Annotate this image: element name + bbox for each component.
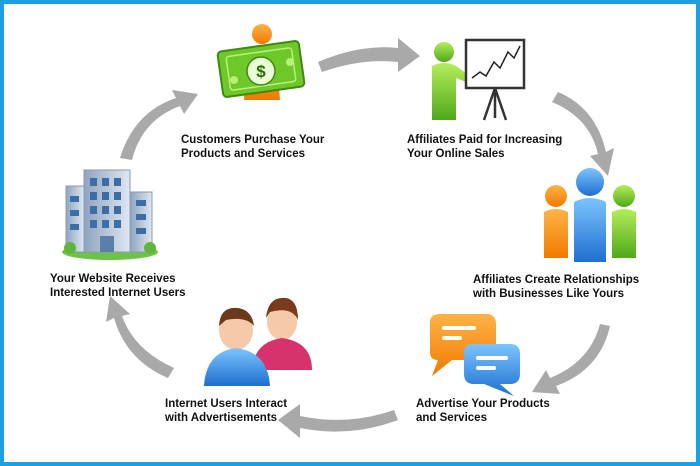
cycle-arrow-left-bottom bbox=[106, 296, 174, 378]
cycle-arrow-left-top bbox=[120, 90, 198, 160]
step-label-affiliates-paid: Affiliates Paid for Increasing Your Onli… bbox=[407, 133, 562, 161]
step-label-line: with Advertisements bbox=[165, 412, 278, 424]
step-label-line: Products and Services bbox=[181, 148, 305, 160]
step-label-line: Advertise Your Products bbox=[416, 398, 550, 410]
people-group-icon bbox=[544, 168, 636, 262]
svg-text:$: $ bbox=[256, 62, 266, 81]
cycle-arrow-bottom bbox=[278, 404, 398, 438]
speech-bubbles-icon bbox=[430, 314, 520, 396]
users-icon bbox=[204, 297, 312, 386]
step-label-line: Your Online Sales bbox=[407, 148, 505, 160]
step-label-internet-users: Internet Users Interact with Advertiseme… bbox=[165, 397, 287, 425]
building-icon bbox=[62, 169, 158, 260]
step-label-affiliates-create: Affiliates Create Relationships with Bus… bbox=[473, 273, 639, 301]
step-label-line: Affiliates Paid for Increasing bbox=[407, 134, 563, 146]
money-icon: $ bbox=[216, 24, 306, 100]
step-label-line: Customers Purchase Your bbox=[181, 134, 325, 146]
step-label-line: Your Website Receives bbox=[50, 273, 176, 285]
presentation-chart-icon bbox=[432, 38, 526, 121]
step-label-customers-purchase: Customers Purchase Your Products and Ser… bbox=[181, 133, 324, 161]
step-label-line: and Services bbox=[416, 412, 487, 424]
cycle-arrow-right-top bbox=[552, 92, 614, 176]
cycle-arrow-top bbox=[318, 38, 420, 72]
step-label-line: with Businesses Like Yours bbox=[473, 288, 625, 300]
step-label-advertise: Advertise Your Products and Services bbox=[416, 397, 550, 425]
step-label-line: Internet Users Interact bbox=[165, 398, 288, 410]
step-label-website-receives: Your Website Receives Interested Interne… bbox=[50, 272, 186, 300]
step-label-line: Interested Internet Users bbox=[50, 287, 186, 299]
step-label-line: Affiliates Create Relationships bbox=[473, 274, 640, 286]
cycle-arrow-right-bottom bbox=[532, 324, 610, 394]
